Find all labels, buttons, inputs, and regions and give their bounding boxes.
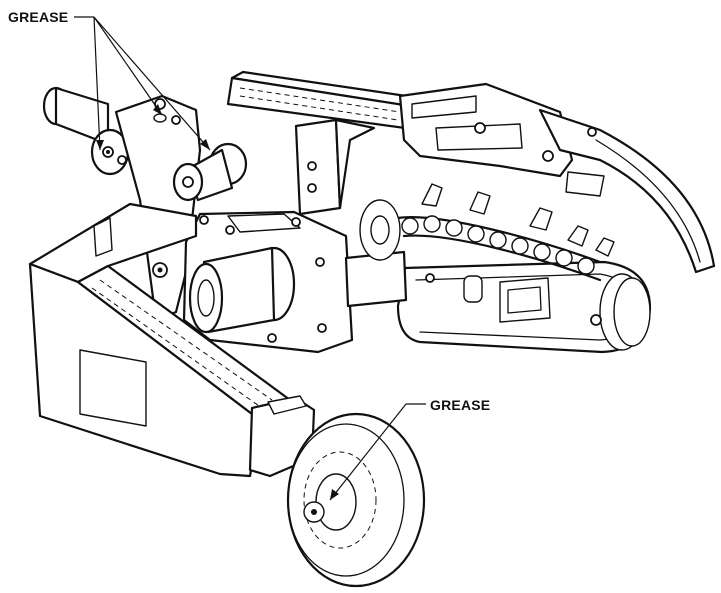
pivot-bushing <box>153 113 248 202</box>
grease-callout-top: GREASE <box>8 9 211 151</box>
handle-assembly <box>398 82 716 274</box>
frame-tube <box>226 70 422 130</box>
chain-link <box>401 215 595 275</box>
tensioner-cylinder <box>42 86 130 176</box>
drive-motor <box>188 246 296 334</box>
wheel-arm <box>28 202 292 478</box>
wheel <box>286 412 426 588</box>
digging-chain <box>396 183 615 282</box>
grease-fitting <box>153 113 167 123</box>
chain-tooth <box>421 183 615 257</box>
upright-column <box>294 118 376 216</box>
grease-label-top: GREASE <box>8 9 68 25</box>
grease-label-wheel: GREASE <box>430 397 490 413</box>
digging-boom <box>396 260 652 354</box>
drive-shaft <box>344 199 408 308</box>
grease-callout-wheel: GREASE <box>329 397 490 501</box>
